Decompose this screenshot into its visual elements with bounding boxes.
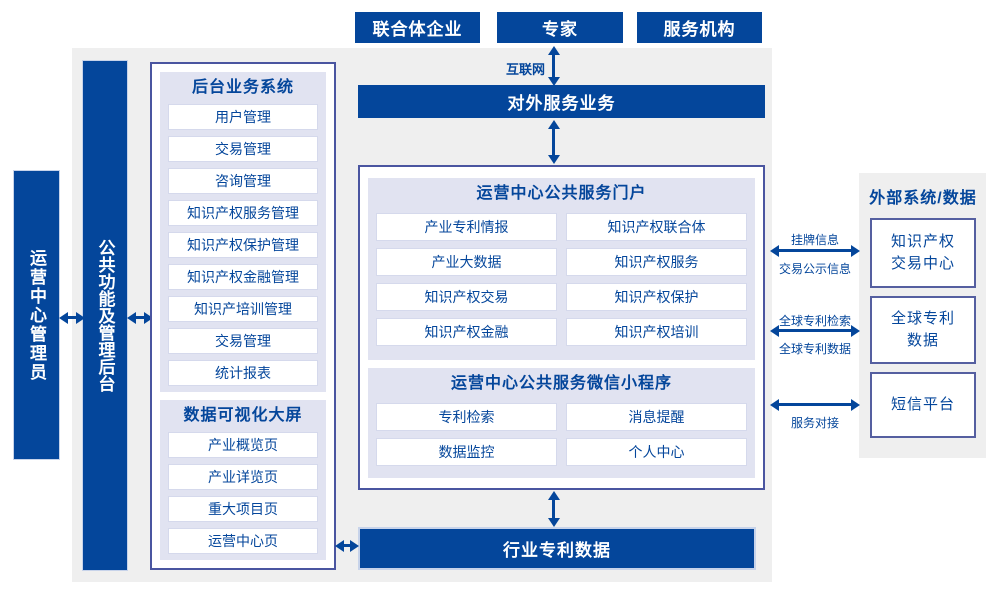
arrow-portal-to-patent-data [547, 491, 560, 527]
dataviz-item: 产业概览页 [168, 432, 318, 458]
expert-box: 专家 [497, 12, 623, 43]
public-function-admin-bar: 公共功能及管理后台 [82, 60, 128, 571]
arrow-admin-to-funcbar [59, 311, 85, 324]
dataviz-item: 运营中心页 [168, 528, 318, 554]
backend-item: 知识产权保护管理 [168, 232, 318, 258]
backend-item: 用户管理 [168, 104, 318, 130]
sms-platform-box: 短信平台 [870, 372, 976, 438]
backend-item: 知识产权金融管理 [168, 264, 318, 290]
public-service-portal-panel: 运营中心公共服务门户 产业专利情报 知识产权联合体 产业大数据 知识产权服务 知… [368, 178, 755, 360]
data-visualization-title: 数据可视化大屏 [183, 407, 303, 424]
trade-public-info-label: 交易公示信息 [778, 262, 851, 276]
miniprogram-item: 消息提醒 [566, 403, 747, 431]
global-patent-data-label: 全球专利数据 [778, 342, 851, 356]
data-visualization-panel: 数据可视化大屏 产业概览页 产业详览页 重大项目页 运营中心页 [160, 400, 326, 560]
external-service-bar: 对外服务业务 [358, 85, 765, 118]
arrow-trading-center [770, 244, 860, 257]
arrow-dataviz-to-patent-data [335, 539, 359, 552]
miniprogram-item: 个人中心 [566, 438, 747, 466]
backend-item: 知识产权服务管理 [168, 200, 318, 226]
portal-item: 知识产权联合体 [566, 213, 747, 241]
arrow-sms-platform [770, 398, 860, 411]
portal-item: 知识产权交易 [376, 283, 557, 311]
portal-item: 知识产权服务 [566, 248, 747, 276]
arrow-global-patent [770, 324, 860, 337]
backend-system-panel: 后台业务系统 用户管理 交易管理 咨询管理 知识产权服务管理 知识产权保护管理 … [160, 72, 326, 392]
portal-item: 产业大数据 [376, 248, 557, 276]
portal-item: 知识产权培训 [566, 318, 747, 346]
listing-info-label: 挂牌信息 [790, 233, 839, 247]
backend-item: 知识产培训管理 [168, 296, 318, 322]
service-connect-label: 服务对接 [790, 416, 839, 430]
dataviz-item: 重大项目页 [168, 496, 318, 522]
global-patent-search-label: 全球专利检索 [778, 314, 851, 328]
arrow-bar-to-portal [547, 120, 560, 164]
miniprogram-item: 数据监控 [376, 438, 557, 466]
internet-label: 互联网 [505, 62, 545, 77]
global-patent-data-box: 全球专利 数据 [870, 296, 976, 364]
public-service-portal-title: 运营中心公共服务门户 [476, 185, 647, 202]
portal-item: 知识产权金融 [376, 318, 557, 346]
operation-center-admin-box: 运营中心管理员 [13, 170, 60, 460]
service-organization-box: 服务机构 [637, 12, 762, 43]
backend-system-title: 后台业务系统 [191, 79, 294, 96]
external-systems-title: 外部系统/数据 [869, 190, 977, 207]
wechat-miniprogram-panel: 运营中心公共服务微信小程序 专利检索 消息提醒 数据监控 个人中心 [368, 368, 755, 478]
portal-item: 产业专利情报 [376, 213, 557, 241]
consortium-enterprise-box: 联合体企业 [355, 12, 480, 43]
arrow-internet [547, 46, 560, 86]
industry-patent-data-bar: 行业专利数据 [358, 527, 756, 570]
wechat-miniprogram-title: 运营中心公共服务微信小程序 [450, 375, 672, 392]
backend-item: 交易管理 [168, 136, 318, 162]
portal-item: 知识产权保护 [566, 283, 747, 311]
arrow-funcbar-to-backend [127, 311, 153, 324]
backend-item: 咨询管理 [168, 168, 318, 194]
miniprogram-item: 专利检索 [376, 403, 557, 431]
dataviz-item: 产业详览页 [168, 464, 318, 490]
backend-item: 统计报表 [168, 360, 318, 386]
ip-trading-center-box: 知识产权 交易中心 [870, 218, 976, 288]
backend-item: 交易管理 [168, 328, 318, 354]
